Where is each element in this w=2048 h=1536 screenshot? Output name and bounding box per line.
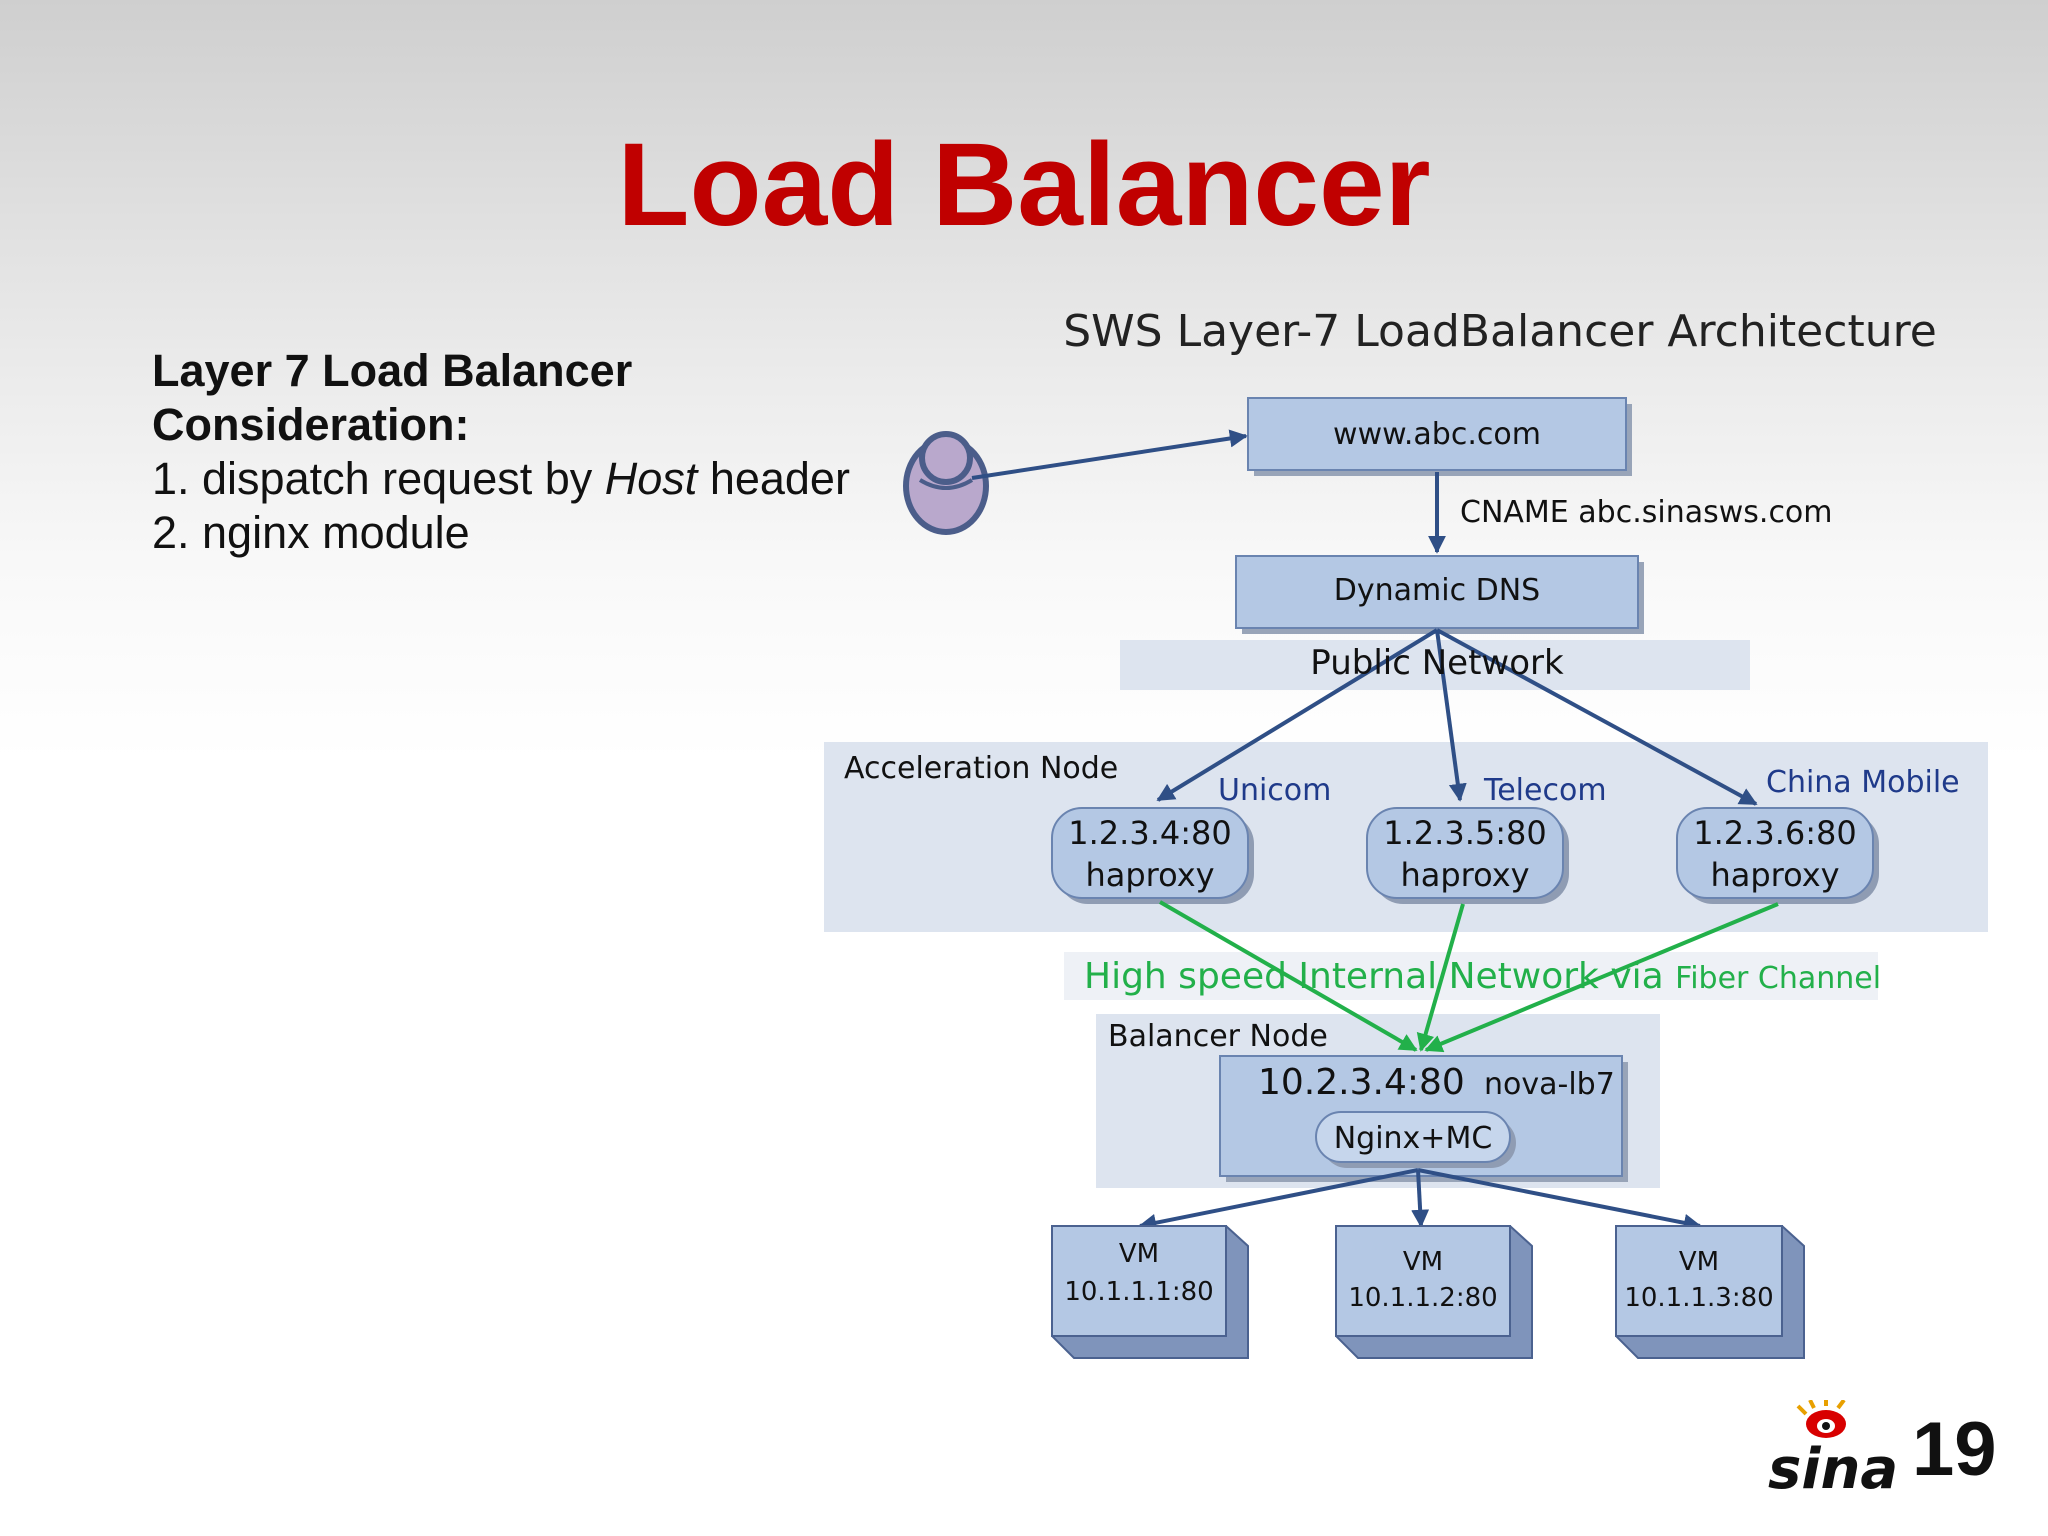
vm-1: VM 10.1.1.1:80 [1051, 1225, 1249, 1359]
dns-box [1235, 555, 1639, 629]
user-icon [903, 431, 989, 535]
dns-box-label: Dynamic DNS [1334, 573, 1540, 608]
haproxy-node-2: 1.2.3.5:80 haproxy [1366, 807, 1569, 904]
arrow-dns-to-unicom [1156, 628, 1439, 802]
nginx-pill [1315, 1111, 1511, 1163]
consideration-text: Layer 7 Load Balancer Consideration: 1. … [152, 344, 850, 560]
haproxy-node-3: 1.2.3.6:80 haproxy [1676, 807, 1879, 904]
acceleration-node-label: Acceleration Node [844, 751, 1118, 786]
haproxy-node-1-address: 1.2.3.4:80 [1068, 814, 1231, 852]
arrow-balancer-to-vm-1 [1138, 1168, 1419, 1232]
consideration-heading-line2: Consideration: [152, 399, 470, 450]
item1-host: Host [604, 453, 698, 504]
sina-logo: sina [1768, 1400, 1898, 1502]
balancer-host: nova-lb7 [1484, 1067, 1615, 1102]
nginx-pill-label: Nginx+MC [1334, 1121, 1493, 1156]
isp-label-china-mobile: China Mobile [1766, 765, 1960, 800]
vm-3-address: 10.1.1.3:80 [1624, 1283, 1773, 1313]
consideration-heading-line1: Layer 7 Load Balancer [152, 345, 633, 396]
vm-1-label: VM [1119, 1239, 1159, 1269]
haproxy-node-3-software: haproxy [1710, 856, 1839, 894]
balancer-node-label: Balancer Node [1108, 1019, 1328, 1054]
domain-box-label: www.abc.com [1333, 417, 1541, 452]
vm-2-address: 10.1.1.2:80 [1348, 1283, 1497, 1313]
cname-label: CNAME abc.sinasws.com [1460, 495, 1833, 530]
vm-3-label: VM [1679, 1247, 1719, 1277]
sina-logo-text: sina [1768, 1437, 1898, 1502]
internal-network-suffix: Fiber Channel [1675, 961, 1881, 996]
internal-network-label: High speed Internal Network via Fiber Ch… [1084, 956, 1881, 997]
arrow-haproxy-3-to-balancer [1424, 902, 1779, 1053]
sina-eye-icon [1796, 1400, 1846, 1438]
haproxy-node-1-software: haproxy [1085, 856, 1214, 894]
vm-2-label: VM [1403, 1247, 1443, 1277]
haproxy-node-3-address: 1.2.3.6:80 [1693, 814, 1856, 852]
public-network-region [1120, 640, 1750, 690]
arrow-dns-to-telecom [1435, 629, 1467, 802]
isp-label-telecom: Telecom [1483, 773, 1607, 808]
internal-network-band [1064, 952, 1878, 1000]
arrow-haproxy-2-to-balancer [1416, 903, 1465, 1052]
item1-prefix: 1. dispatch request by [152, 453, 605, 504]
slide-title: Load Balancer [617, 119, 1431, 251]
diagram-title: SWS Layer-7 LoadBalancer Architecture [1063, 306, 1937, 357]
arrow-user-to-domain [971, 429, 1248, 480]
isp-label-unicom: Unicom [1218, 773, 1331, 808]
arrow-balancer-to-vm-3 [1417, 1168, 1702, 1232]
page-number: 19 [1912, 1407, 1997, 1492]
haproxy-node-2-software: haproxy [1400, 856, 1529, 894]
arrow-haproxy-1-to-balancer [1158, 900, 1418, 1052]
arrow-balancer-to-vm-2 [1411, 1169, 1430, 1228]
item1-suffix: header [697, 453, 850, 504]
domain-box [1247, 397, 1627, 471]
vm-2: VM 10.1.1.2:80 [1335, 1225, 1533, 1359]
vm-1-address: 10.1.1.1:80 [1064, 1277, 1213, 1307]
haproxy-node-2-address: 1.2.3.5:80 [1383, 814, 1546, 852]
arrow-dns-to-china-mobile [1436, 628, 1758, 806]
public-network-label: Public Network [1310, 643, 1564, 683]
internal-network-main: High speed Internal Network via [1084, 956, 1675, 997]
balancer-address: 10.2.3.4:80 [1258, 1062, 1465, 1103]
consideration-item-2: 2. nginx module [152, 507, 470, 558]
consideration-item-1: 1. dispatch request by Host header [152, 452, 850, 506]
haproxy-node-1: 1.2.3.4:80 haproxy [1051, 807, 1254, 904]
vm-3: VM 10.1.1.3:80 [1615, 1225, 1805, 1359]
